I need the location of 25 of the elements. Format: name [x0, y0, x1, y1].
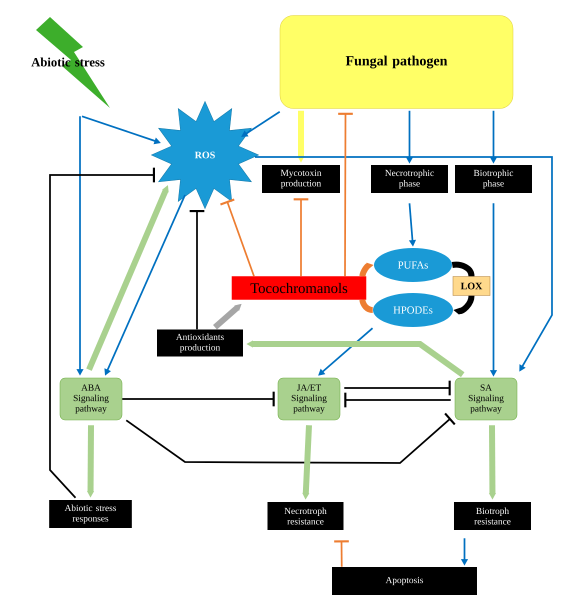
process-box: Necrotrophic phase: [371, 165, 448, 193]
inhibition-line: [334, 540, 349, 567]
pathogen-box: Fungal pathogen: [280, 15, 514, 109]
inhibition-line: [220, 198, 255, 277]
pathway-box: ABA Signaling pathway: [60, 378, 122, 420]
inhibition-line: [294, 198, 308, 276]
process-box: Abiotic stress responses: [49, 500, 132, 528]
process-box: Mycotoxin production: [262, 165, 340, 193]
inhibition-line: [344, 392, 451, 408]
inhibition-line: [122, 392, 275, 406]
inhibition-line: [338, 112, 353, 276]
inhibition-line: [344, 380, 451, 396]
enzyme-box: LOX: [452, 276, 490, 296]
inhibition-line: [49, 168, 155, 498]
compound-box: Tocochromanols: [232, 276, 366, 300]
process-box: Antioxidants production: [157, 330, 243, 356]
inhibition-line: [190, 210, 204, 330]
process-box: Apoptosis: [332, 567, 477, 595]
connector: [359, 299, 373, 313]
connector: [452, 262, 474, 277]
process-box: Biotroph resistance: [454, 502, 531, 530]
pathway-box: SA Signaling pathway: [454, 378, 518, 420]
process-box: Necrotroph resistance: [268, 502, 344, 530]
process-box: Biotrophic phase: [455, 165, 532, 193]
pathway-box: JA/ET Signaling pathway: [278, 378, 340, 420]
